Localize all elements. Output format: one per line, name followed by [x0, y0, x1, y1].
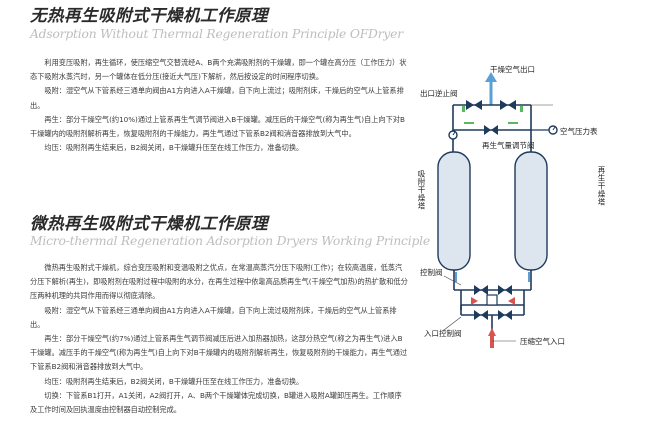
silencer-icon [486, 294, 498, 306]
section1-paragraph-equalization: 均压：吸附剂再生结束后，B2阀关闭，B干燥罐升压至在线工作压力，准备切换。 [44, 143, 304, 153]
control-valve-upper-left [474, 285, 488, 295]
flow-arrows-green [462, 106, 523, 124]
section1-body: 利用变压吸附，再生循环，使压缩空气交替流经A、B两个充满吸附剂的干燥罐，即一个罐… [30, 56, 408, 155]
section1-paragraph-regeneration: 再生：部分干燥空气(约10%)通过上管系再生气调节阀进入B干燥罐。减压后的干燥空… [30, 114, 405, 139]
dryer-schematic [437, 72, 558, 348]
section2-title: 微热再生吸附式干燥机工作原理 [30, 214, 268, 233]
section1-paragraph-adsorption: 吸附：湿空气从下管系经三通单向阀由A1方向进入A干燥罐，自下向上流过；吸附剂床，… [30, 86, 404, 110]
regen-flow-valve [484, 125, 498, 135]
label-regen-tower: 再生干燥塔 [597, 166, 606, 206]
pressure-gauge-left-icon [448, 130, 458, 140]
section2-body: 微热再生吸附式干燥机，综合变压吸附和变温吸附之优点，在常温高蒸汽分压下吸附(工作… [30, 261, 408, 417]
section1-paragraph-intro: 利用变压吸附，再生循环，使压缩空气交替流经A、B两个充满吸附剂的干燥罐，即一个罐… [30, 58, 407, 82]
section1-title: 无热再生吸附式干燥机工作原理 [30, 6, 268, 25]
label-outlet-check-valve: 出口逆止阀 [420, 89, 458, 98]
label-regen-valve: 再生气量调节阀 [482, 141, 535, 150]
section2-subtitle: Micro-thermal Regeneration Adsorption Dr… [30, 234, 430, 248]
inlet-control-valve-lower-left [474, 310, 488, 320]
section2-paragraph-adsorption: 吸附：湿空气从下管系经三通单向阀由A1方向进入A干燥罐，自下向上流过吸附剂床，干… [30, 305, 397, 329]
section2-paragraph-equalization: 均压：吸附剂再生结束后，B2阀关闭，B干燥罐升压至在线工作压力，准备切换。 [44, 376, 304, 386]
label-air-pressure-gauge: 空气压力表 [560, 127, 598, 136]
section2-paragraph-switching: 切换：下管系B1打开，A1关闭，A2阀打开，A、B两个干燥罐体完成切换，B罐进入… [30, 390, 402, 415]
outlet-check-valve-left [466, 100, 482, 110]
section1-subtitle: Adsorption Without Thermal Regeneration … [30, 27, 403, 41]
label-leader-lines [443, 104, 553, 342]
section2-paragraph-regeneration: 再生：部分干燥空气(约7%)通过上管系再生气调节阀减压后进入加热器加热，这部分热… [30, 334, 408, 372]
pressure-gauge-right-icon [531, 125, 558, 135]
dryer-process-diagram: 干燥空气出口 出口逆止阀 再生气量调节阀 空气压力表 吸附干燥塔 再生干燥塔 控… [408, 60, 652, 426]
dry-air-outlet-arrow [485, 72, 497, 105]
outlet-check-valve-right [500, 100, 516, 110]
control-valve-upper-right [498, 285, 512, 295]
label-control-valve: 控制阀 [420, 268, 443, 277]
flow-arrows-blue-lower [455, 272, 530, 282]
label-inlet-control-valve: 入口控制阀 [424, 329, 462, 338]
label-dry-air-outlet: 干燥空气出口 [490, 65, 535, 74]
regen-tower-right [514, 151, 548, 271]
section2-paragraph-intro: 微热再生吸附式干燥机，综合变压吸附和变温吸附之优点，在常温高蒸汽分压下吸附(工作… [30, 263, 408, 301]
adsorption-tower-left [437, 151, 471, 271]
lower-manifold-pipe [453, 270, 532, 330]
inlet-control-valve-lower-right [498, 310, 512, 320]
label-adsorbent-tower: 吸附干燥塔 [417, 170, 426, 210]
label-compressed-air-inlet: 压缩空气入口 [520, 337, 565, 346]
flow-arrows-red [471, 297, 515, 348]
